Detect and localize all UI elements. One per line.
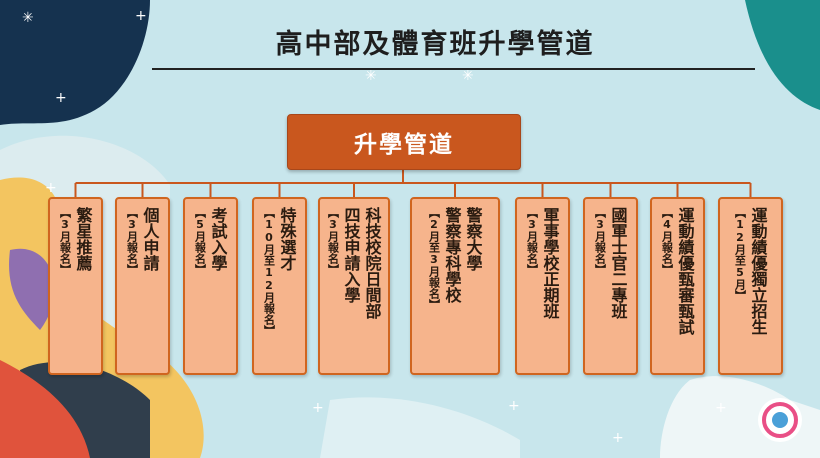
pathway-name: 四技申請入學 <box>341 207 361 303</box>
page-title: 高中部及體育班升學管道 <box>275 29 595 60</box>
white-blob-bottom <box>320 397 520 458</box>
pathway-card: 考試入學【5月報名】 <box>183 197 238 375</box>
pathway-name: 警察大學 <box>463 207 483 271</box>
pathway-name: 考試入學 <box>208 207 228 271</box>
pathway-registration-note: 【3月報名】 <box>593 207 607 275</box>
pathway-card: 繁星推薦【3月報名】 <box>48 197 103 375</box>
pathway-card: 個人申請【3月報名】 <box>115 197 170 375</box>
pathway-registration-note: 【12月至5月】 <box>733 207 747 301</box>
pathway-name: 科技校院日間部 <box>362 207 382 319</box>
pathway-card: 特殊選才【10月至12月報名】 <box>252 197 307 375</box>
pathway-registration-note: 【3月報名】 <box>326 207 340 275</box>
star-decoration: ✳ <box>22 10 34 26</box>
star-decoration: ✳ <box>365 68 377 84</box>
star-decoration: + <box>715 400 727 416</box>
pathway-card: 科技校院日間部四技申請入學【3月報名】 <box>318 197 390 375</box>
pathway-registration-note: 【10月至12月報名】 <box>262 207 276 336</box>
pathway-card: 運動績優獨立招生【12月至5月】 <box>718 197 783 375</box>
star-decoration: + <box>612 430 624 446</box>
teal-blob-top-right <box>745 0 820 110</box>
pathway-card: 警察大學警察專科學校【2月至3月報名】 <box>410 197 500 375</box>
pathway-registration-note: 【3月報名】 <box>525 207 539 275</box>
star-decoration: + <box>55 90 67 106</box>
pathway-name: 警察專科學校 <box>442 207 462 303</box>
navy-blob-top-left <box>0 0 150 125</box>
pathway-card: 國軍士官二專班【3月報名】 <box>583 197 638 375</box>
logo-ring <box>762 402 798 438</box>
star-decoration: + <box>508 398 520 414</box>
pathway-registration-note: 【5月報名】 <box>193 207 207 275</box>
red-leaf-left <box>0 360 90 458</box>
star-decoration: ✳ <box>462 68 474 84</box>
pathway-registration-note: 【2月至3月報名】 <box>427 207 441 310</box>
star-decoration: + <box>45 180 57 196</box>
star-decoration: + <box>135 8 147 24</box>
root-node: 升學管道 <box>287 114 521 170</box>
star-decoration: + <box>312 400 324 416</box>
pathway-card: 運動績優甄審甄試【4月報名】 <box>650 197 705 375</box>
pathway-registration-note: 【3月報名】 <box>58 207 72 275</box>
pathway-name: 國軍士官二專班 <box>608 207 628 319</box>
pathway-name: 運動績優甄審甄試 <box>675 207 695 335</box>
pathway-name: 個人申請 <box>140 207 160 271</box>
logo-core <box>772 412 788 428</box>
purple-leaf-left <box>9 248 55 330</box>
pathway-registration-note: 【4月報名】 <box>660 207 674 275</box>
pathway-name: 特殊選才 <box>277 207 297 271</box>
pathway-card: 軍事學校正期班【3月報名】 <box>515 197 570 375</box>
pathway-registration-note: 【3月報名】 <box>125 207 139 275</box>
pathway-name: 運動績優獨立招生 <box>748 207 768 335</box>
pathway-name: 繁星推薦 <box>73 207 93 271</box>
title-divider <box>152 68 755 70</box>
pathway-name: 軍事學校正期班 <box>540 207 560 319</box>
